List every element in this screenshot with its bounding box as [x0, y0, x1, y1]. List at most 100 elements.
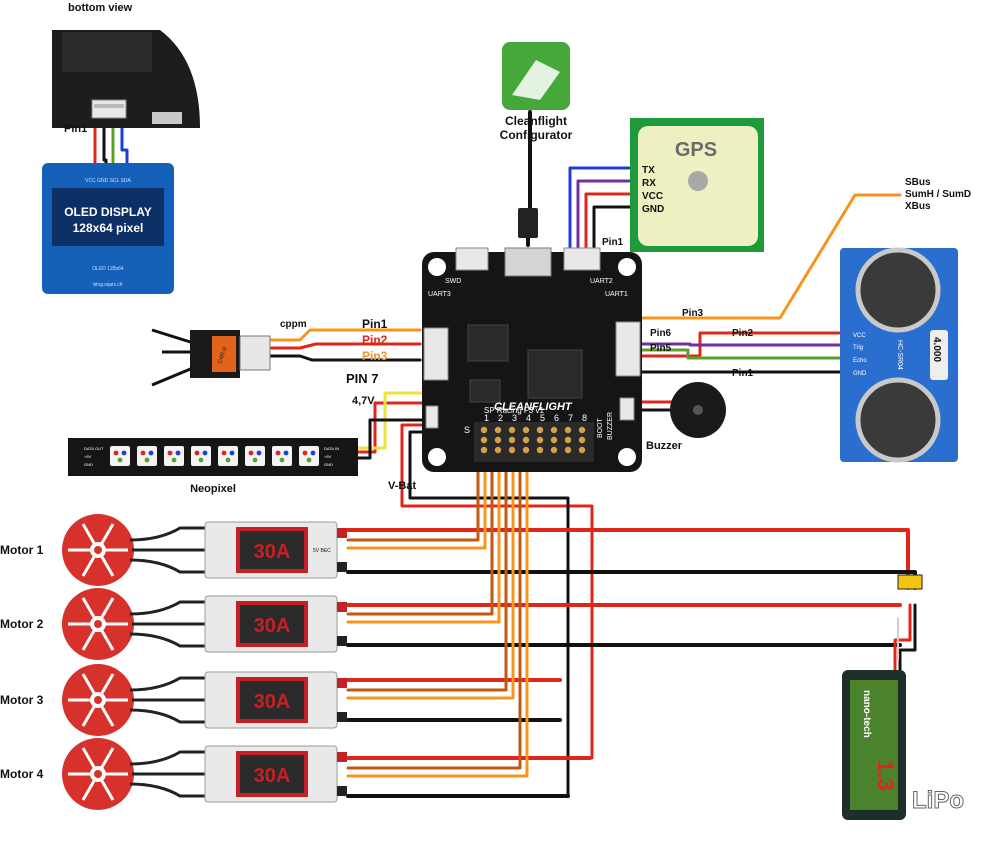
- esc-bec-label: 5V BEC: [313, 548, 331, 554]
- fc-mount-hole-tr: [618, 258, 636, 276]
- receiver-cppm-label: cppm: [280, 319, 307, 330]
- oled-small-text: OLED 128x64: [92, 266, 124, 272]
- motor-wire: [129, 750, 205, 766]
- sonar-pin5-label: Pin5: [650, 343, 672, 354]
- header-pin: [480, 436, 488, 444]
- esc-plug: [337, 602, 347, 612]
- motor-wire: [129, 676, 205, 692]
- esc-plug: [337, 636, 347, 646]
- motor-row-2: Motor 2 30A: [0, 588, 347, 660]
- fc-motor-num-4: 4: [526, 413, 531, 423]
- esc-plug: [337, 712, 347, 722]
- neopixel-led: [299, 446, 319, 466]
- neopixel-led: [191, 446, 211, 466]
- fc-mount-hole-tl: [428, 258, 446, 276]
- fc-silk-buzzer: BUZZER: [607, 412, 614, 440]
- receiver-pin3-label: Pin3: [362, 349, 388, 363]
- neopixel-led: [218, 446, 238, 466]
- sonar-pin6-label: Pin6: [650, 328, 672, 339]
- esc-plug: [337, 562, 347, 572]
- oled-pin-header: [91, 99, 127, 119]
- motor-wire: [129, 558, 205, 574]
- usb-plug: [518, 208, 538, 238]
- sonar-pin-echo: Echo: [853, 358, 867, 364]
- gps-pin-rx: RX: [642, 178, 656, 189]
- fc-motor-num-8: 8: [582, 413, 587, 423]
- esc-rating: 30A: [254, 541, 291, 563]
- header-pin: [536, 426, 544, 434]
- usb-port-icon: [152, 112, 182, 124]
- serial-option-xbus: XBus: [905, 201, 931, 212]
- gps-pin-gnd: GND: [642, 204, 664, 215]
- configurator-line2: Configurator: [500, 128, 573, 142]
- motor-row-3: Motor 3 30A: [0, 664, 347, 736]
- receiver-pin1-label: Pin1: [362, 317, 388, 331]
- motor-wire: [129, 526, 205, 542]
- motor-label: Motor 3: [0, 693, 44, 707]
- gps-pin-vcc: VCC: [642, 191, 663, 202]
- wires: [93, 110, 917, 798]
- fc-buzzer-connector: [619, 397, 635, 421]
- lipo-name: LiPo: [912, 787, 964, 814]
- neopixel-right-pin-1: DATA IN: [324, 446, 339, 451]
- fc-port-uart3: UART3: [428, 291, 451, 298]
- neopixel-led: [164, 446, 184, 466]
- header-pin: [508, 426, 516, 434]
- header-pin: [578, 446, 586, 454]
- neopixel-led: [245, 446, 265, 466]
- motor-icon: [62, 588, 134, 660]
- buzzer-label: Buzzer: [646, 440, 683, 452]
- esc-rating: 30A: [254, 615, 291, 637]
- receiver-connector: [239, 335, 271, 371]
- fc-uart3-connector: [423, 327, 449, 381]
- sonar-pin-gnd: GND: [853, 371, 867, 377]
- motor-icon: [62, 664, 134, 736]
- oled-url: blog.squix.ch: [93, 282, 122, 288]
- oled-pin-names: VCC GND SCL SDA: [85, 178, 131, 184]
- fc-mount-hole-bl: [428, 448, 446, 466]
- fc-pin7-label: PIN 7: [346, 371, 379, 386]
- gps-title: GPS: [675, 139, 717, 161]
- receiver-module: D4R-II cppm Pin1 Pin2 Pin3: [151, 317, 388, 387]
- header-pin: [536, 446, 544, 454]
- motor-wire: [129, 632, 205, 648]
- cleanflight-configurator: Cleanflight Configurator: [500, 42, 573, 238]
- header-pin: [564, 436, 572, 444]
- esc-plug: [337, 528, 347, 538]
- oled-display-line1: OLED DISPLAY: [64, 205, 152, 219]
- motor-label: Motor 2: [0, 617, 44, 631]
- esc: 30A 5V BEC: [204, 521, 338, 579]
- fc-chip-1: [467, 324, 509, 362]
- serial-option-sumh: SumH / SumD: [905, 189, 971, 200]
- fc-port-uart2: UART2: [590, 278, 613, 285]
- neopixel-left-pin-1: DATA OUT: [84, 446, 104, 451]
- motor-icon: [62, 738, 134, 810]
- fc-uart2-connector: [563, 247, 601, 271]
- fc-led-connector: [425, 405, 439, 429]
- fc-swd-connector: [455, 247, 489, 271]
- xt60-connector: [897, 574, 923, 590]
- header-pin: [550, 436, 558, 444]
- sonar-transducer-bottom: [855, 377, 941, 463]
- motor-icon: [62, 514, 134, 586]
- fc-usb-port: [504, 247, 552, 277]
- esc-rating: 30A: [254, 691, 291, 713]
- header-pin: [522, 436, 530, 444]
- header-pin: [480, 426, 488, 434]
- cleanflight-logo-mark: [512, 60, 560, 100]
- sonar-pin1-label: Pin1: [732, 368, 754, 379]
- motor-label: Motor 1: [0, 543, 44, 557]
- serial-rx-options: SBus SumH / SumD XBus Pin3: [682, 177, 971, 319]
- gps-module: GPS TX RX VCC GND Pin1: [602, 118, 764, 252]
- neopixel-left-pin-3: GND: [84, 462, 93, 467]
- esc-plug: [337, 752, 347, 762]
- fc-silk-boot: BOOT: [597, 417, 604, 438]
- receiver-model: D4R-II: [217, 346, 229, 365]
- header-pin: [550, 446, 558, 454]
- lipo-battery: nano-tech 1.3 LiPo: [842, 574, 965, 820]
- fc-motor-num-6: 6: [554, 413, 559, 423]
- sonar-pin-vcc: VCC: [853, 333, 866, 339]
- fc-chip-2: [469, 379, 501, 403]
